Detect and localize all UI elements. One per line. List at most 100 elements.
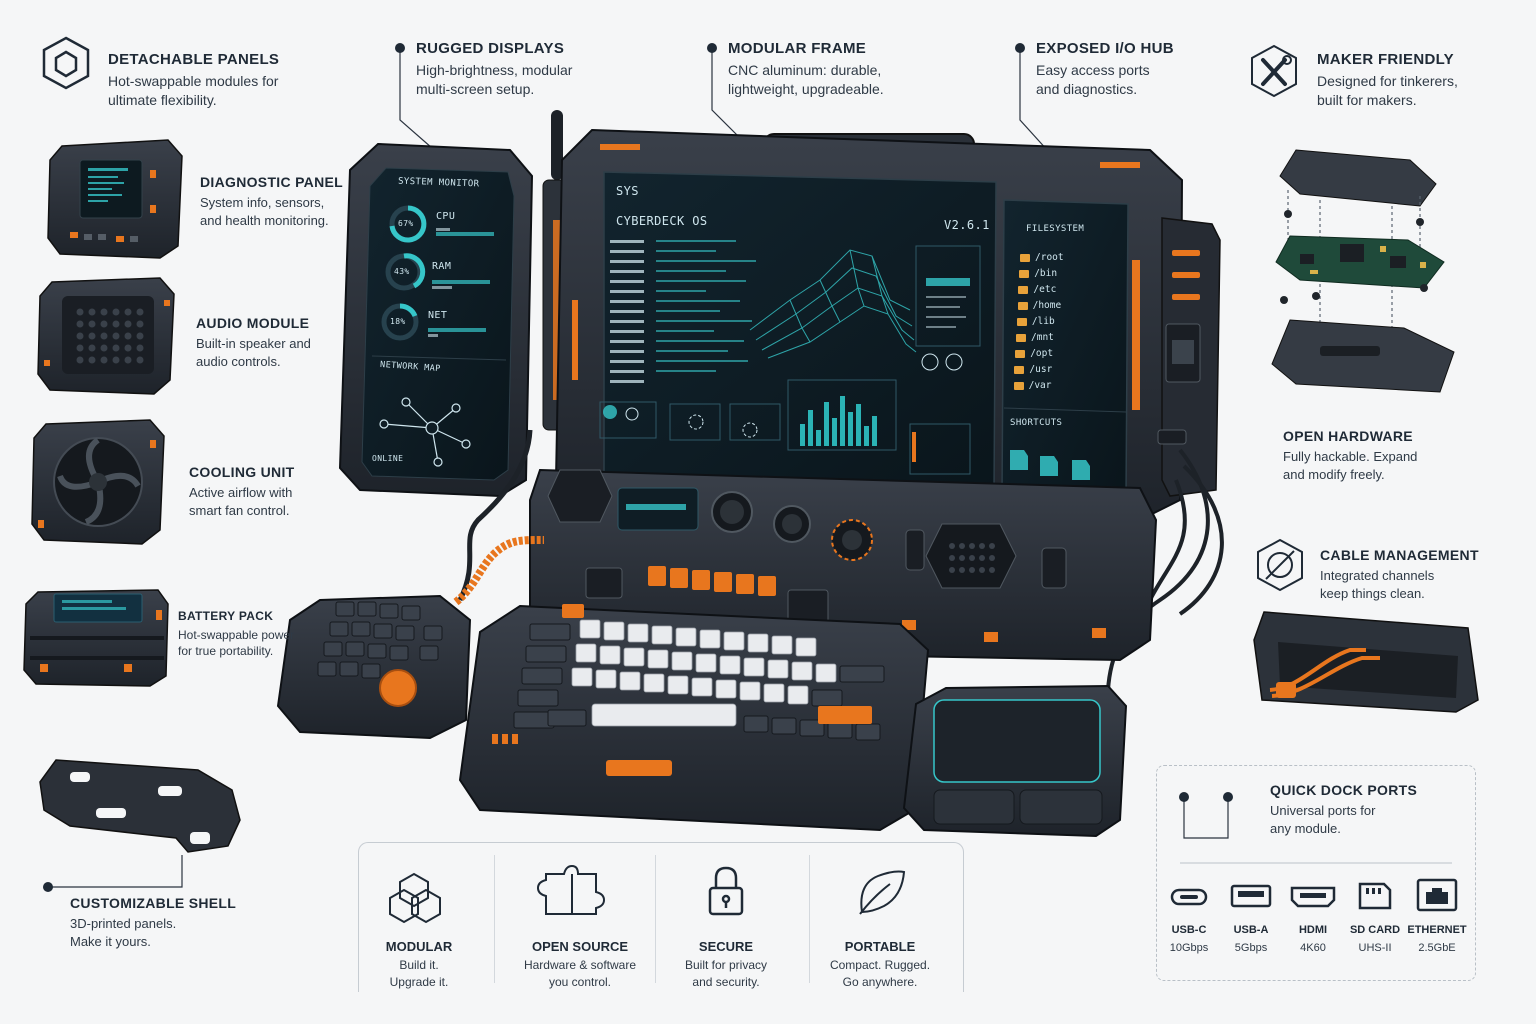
main-display-housing (554, 128, 1221, 522)
folder-icon (1013, 381, 1024, 390)
folder-name: /mnt (1031, 332, 1054, 343)
leaf-icon (859, 870, 906, 915)
feature-modular: MODULAR Build it.Upgrade it. (385, 939, 453, 989)
folder-item: /var (1013, 380, 1052, 391)
usb-a-icon (1230, 884, 1272, 908)
callout-modular-frame: MODULAR FRAME CNC aluminum: durable,ligh… (728, 40, 884, 99)
folder-item: /mnt (1016, 332, 1054, 343)
folder-item: /etc (1018, 284, 1056, 295)
battery-pack-module (23, 589, 169, 687)
folder-item: /bin (1019, 268, 1057, 279)
folder-item: /lib (1016, 316, 1055, 327)
leader-dot-io (1015, 43, 1025, 53)
divider (655, 855, 656, 983)
callout-title: MODULAR FRAME (728, 40, 867, 57)
shortcut-icons (1010, 450, 1090, 480)
leader-dot-dock-a (1179, 792, 1189, 802)
folder-icon (1016, 317, 1027, 326)
divider (494, 855, 495, 983)
main-sys-label: SYS (616, 184, 639, 198)
folder-name: /usr (1029, 364, 1053, 375)
folder-icon (1018, 285, 1029, 294)
quick-dock-ports-box (1156, 765, 1476, 981)
callout-diagnostic-panel: DIAGNOSTIC PANEL System info, sensors,an… (200, 174, 343, 230)
exploded-board (1271, 149, 1455, 393)
sd-card-icon (1358, 882, 1392, 910)
callout-desc: Designed for tinkerers,built for makers. (1317, 73, 1458, 108)
leader-dot-frame (707, 43, 717, 53)
folder-item: /opt (1015, 348, 1053, 359)
callout-desc: 3D-printed panels.Make it yours. (70, 916, 177, 949)
shell-panel-module (39, 759, 241, 853)
folder-icon (1019, 269, 1030, 278)
callout-desc: System info, sensors,and health monitori… (200, 195, 329, 228)
net-percent: 18% (390, 317, 406, 326)
callout-detachable-panels: DETACHABLE PANELS Hot-swappable modules … (108, 51, 279, 110)
cable-management-bracket (1253, 611, 1479, 713)
folder-name: /root (1035, 252, 1064, 263)
callout-title: MAKER FRIENDLY (1317, 51, 1454, 68)
keyboard (458, 604, 930, 832)
folder-name: /bin (1034, 268, 1058, 279)
folder-item: /home (1017, 300, 1062, 311)
folder-icon (1014, 365, 1025, 374)
online-status: ONLINE (372, 454, 404, 463)
divider (809, 855, 810, 983)
terrain-wireframe (749, 249, 917, 359)
callout-title: DIAGNOSTIC PANEL (200, 174, 343, 190)
folder-item: /usr (1014, 364, 1052, 375)
filesystem-header: FILESYSTEM (1026, 224, 1085, 234)
folder-name: /var (1028, 380, 1052, 391)
callout-maker-friendly: MAKER FRIENDLY Designed for tinkerers,bu… (1317, 51, 1458, 110)
usb-c-icon (1170, 888, 1208, 906)
puzzle-icon (536, 864, 606, 915)
net-label: NET (428, 310, 448, 321)
numpad (276, 594, 472, 740)
callout-title: BATTERY PACK (178, 609, 274, 623)
shortcuts-label: SHORTCUTS (1010, 418, 1063, 428)
lock-icon (708, 866, 744, 916)
cooling-unit-module (31, 419, 165, 545)
folder-name: /opt (1030, 348, 1054, 359)
callout-title: CUSTOMIZABLE SHELL (70, 895, 237, 911)
left-display-housing (338, 142, 534, 498)
ram-label: RAM (432, 261, 452, 272)
callout-title: DETACHABLE PANELS (108, 51, 280, 68)
code-listing (610, 240, 644, 383)
folder-name: /home (1032, 300, 1062, 311)
audio-module (37, 277, 175, 395)
hdmi-icon (1290, 886, 1336, 908)
cpu-label: CPU (436, 211, 456, 222)
ethernet-icon (1416, 878, 1458, 912)
callout-desc: CNC aluminum: durable,lightweight, upgra… (728, 62, 884, 97)
folder-icon (1016, 333, 1026, 342)
cable-management-icon (1257, 538, 1303, 592)
diagnostic-panel-module (47, 139, 183, 259)
trackpad (902, 684, 1128, 838)
folder-name: /lib (1031, 316, 1055, 327)
leader-dot-shell (43, 882, 53, 892)
leader-dot-dock-b (1223, 792, 1233, 802)
feature-strip: MODULAR Build it.Upgrade it. OPEN SOURCE… (358, 842, 964, 992)
callout-title: COOLING UNIT (189, 464, 295, 480)
callout-customizable-shell: CUSTOMIZABLE SHELL 3D-printed panels.Mak… (70, 895, 236, 951)
hexagon-icon (42, 36, 90, 90)
callout-title: OPEN HARDWARE (1283, 428, 1413, 444)
